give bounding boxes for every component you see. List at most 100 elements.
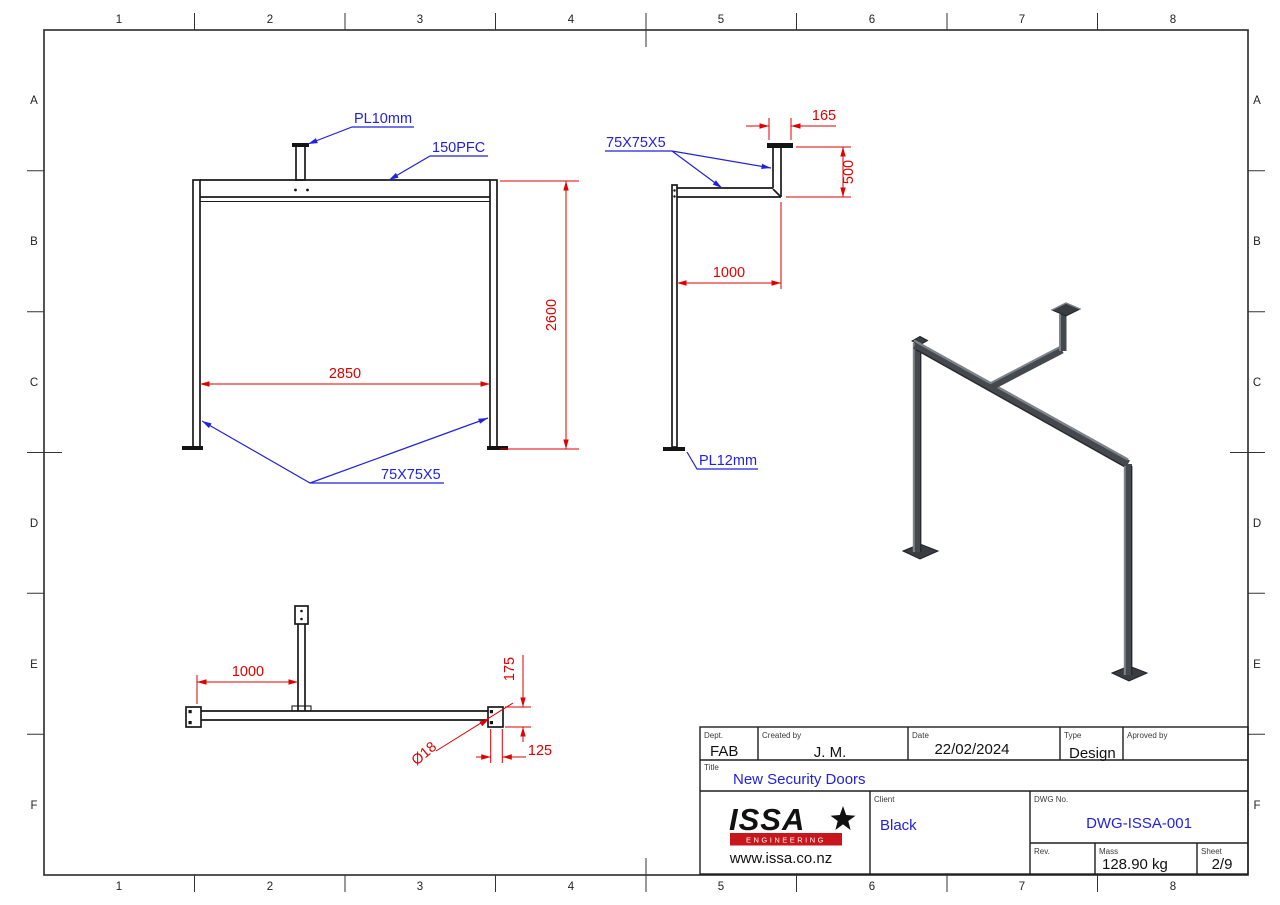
zone-col: 7	[1019, 881, 1025, 893]
zone-col: 5	[718, 14, 724, 26]
zone-row: F	[1253, 800, 1260, 812]
zone-col: 4	[568, 14, 575, 26]
border-top-labels: 1 2 3 4 5 6 7 8	[116, 14, 1176, 26]
zone-row: B	[1253, 236, 1261, 248]
plan-arm-foot	[291, 705, 312, 712]
logo-name: ISSA	[729, 802, 805, 837]
side-bolt-hole	[673, 195, 676, 198]
zone-col: 1	[116, 14, 122, 26]
plan-bolt-hole	[188, 721, 192, 725]
side-angle-note: 75X75X5	[605, 135, 772, 191]
zone-row: C	[30, 377, 38, 389]
front-width-dimension: 2850	[200, 366, 490, 387]
zone-col: 8	[1170, 881, 1176, 893]
front-left-base-plate	[182, 446, 203, 450]
plan-bolt-hole	[188, 710, 192, 714]
note-pl10mm: PL10mm	[354, 111, 412, 127]
front-right-base-plate	[487, 446, 508, 450]
side-base-plate-note: PL12mm	[686, 451, 758, 470]
mass-label: Mass	[1099, 847, 1118, 856]
plan-left-base-plate	[185, 706, 202, 728]
plan-view: 1000 175 125 Ø18	[185, 605, 552, 769]
side-arm-and-riser	[677, 147, 782, 198]
dim-plan-plate-width: 125	[528, 743, 552, 759]
side-bolt-hole	[673, 189, 676, 192]
zone-col: 7	[1019, 14, 1025, 26]
plan-bolt-hole	[489, 710, 493, 714]
logo-tagline: ENGINEERING	[746, 836, 826, 845]
front-top-tab	[295, 145, 306, 181]
sheet-value: 2/9	[1212, 856, 1233, 873]
border-right-labels: A B C D E F	[1253, 95, 1261, 812]
approved-by-label: Aproved by	[1127, 731, 1167, 740]
border-bottom-labels: 1 2 3 4 5 6 7 8	[116, 881, 1176, 893]
title-label: Title	[704, 763, 719, 772]
dim-side-cap: 165	[812, 108, 836, 124]
zone-col: 5	[718, 881, 724, 893]
plan-bolt-hole	[489, 721, 493, 725]
title-value: New Security Doors	[733, 771, 866, 788]
front-beam	[200, 179, 490, 198]
dim-side-rise: 500	[841, 160, 857, 184]
client-label: Client	[874, 795, 895, 804]
zone-row: C	[1253, 377, 1261, 389]
zone-row: B	[30, 236, 38, 248]
title-block-outline	[699, 726, 1249, 875]
iso-beam	[913, 341, 1130, 468]
type-label: Type	[1064, 731, 1082, 740]
front-plate-note: PL10mm	[307, 111, 414, 147]
zone-col: 3	[417, 14, 423, 26]
front-tab-cap-plate	[292, 143, 309, 147]
plan-plate-width-dimension: 125	[476, 729, 552, 763]
plan-right-base-plate	[487, 706, 504, 728]
note-75x75x5-front: 75X75X5	[381, 467, 441, 483]
side-post	[671, 184, 678, 448]
logo-website: www.issa.co.nz	[729, 850, 833, 867]
zone-row: A	[1253, 95, 1261, 107]
front-channel-note: 150PFC	[387, 140, 488, 183]
front-bolt-hole	[294, 188, 297, 192]
zone-col: 6	[869, 881, 875, 893]
front-bolt-hole	[306, 188, 309, 192]
dim-front-height: 2600	[544, 299, 560, 331]
type-value: Design	[1069, 745, 1116, 762]
front-height-dimension: 2600	[500, 180, 579, 450]
plan-plate-length-dimension: 175	[502, 655, 531, 742]
dim-front-width: 2850	[329, 366, 361, 382]
side-rise-dimension: 500	[786, 146, 857, 198]
plan-beam	[201, 710, 488, 721]
dwg-no-label: DWG No.	[1034, 795, 1068, 804]
sheet-frame	[43, 29, 1249, 876]
note-75x75x5-side: 75X75X5	[606, 135, 666, 151]
rev-label: Rev.	[1034, 847, 1050, 856]
zone-row: E	[30, 659, 38, 671]
zone-row: A	[30, 95, 38, 107]
side-cap-plate	[767, 143, 793, 148]
dept-label: Dept.	[704, 731, 723, 740]
zone-col: 6	[869, 14, 875, 26]
note-pl12mm: PL12mm	[699, 453, 757, 469]
zone-row: D	[30, 518, 38, 530]
mass-value: 128.90 kg	[1102, 856, 1168, 873]
company-logo: ISSA ENGINEERING www.issa.co.nz	[729, 802, 856, 867]
date-value: 22/02/2024	[934, 741, 1009, 758]
side-base-plate	[663, 447, 685, 451]
created-by-value: J. M.	[814, 744, 847, 761]
iso-arm	[989, 346, 1064, 391]
plan-cap-plate	[294, 605, 309, 625]
zone-col: 1	[116, 881, 122, 893]
zone-col: 2	[267, 14, 273, 26]
dim-side-offset: 1000	[713, 265, 745, 281]
created-by-label: Created by	[762, 731, 801, 740]
front-right-post	[489, 179, 498, 449]
side-cap-dimension: 165	[746, 108, 836, 140]
side-view: 165 500 1000 75X75X5 PL12mm	[605, 108, 857, 470]
front-view: 2850 2600 PL10mm 150PFC 75X75X5	[182, 111, 579, 484]
iso-view	[901, 302, 1149, 682]
client-value: Black	[880, 817, 917, 834]
note-150pfc: 150PFC	[432, 140, 485, 156]
dim-plan-offset: 1000	[232, 664, 264, 680]
dim-plan-plate-length: 175	[502, 657, 518, 681]
